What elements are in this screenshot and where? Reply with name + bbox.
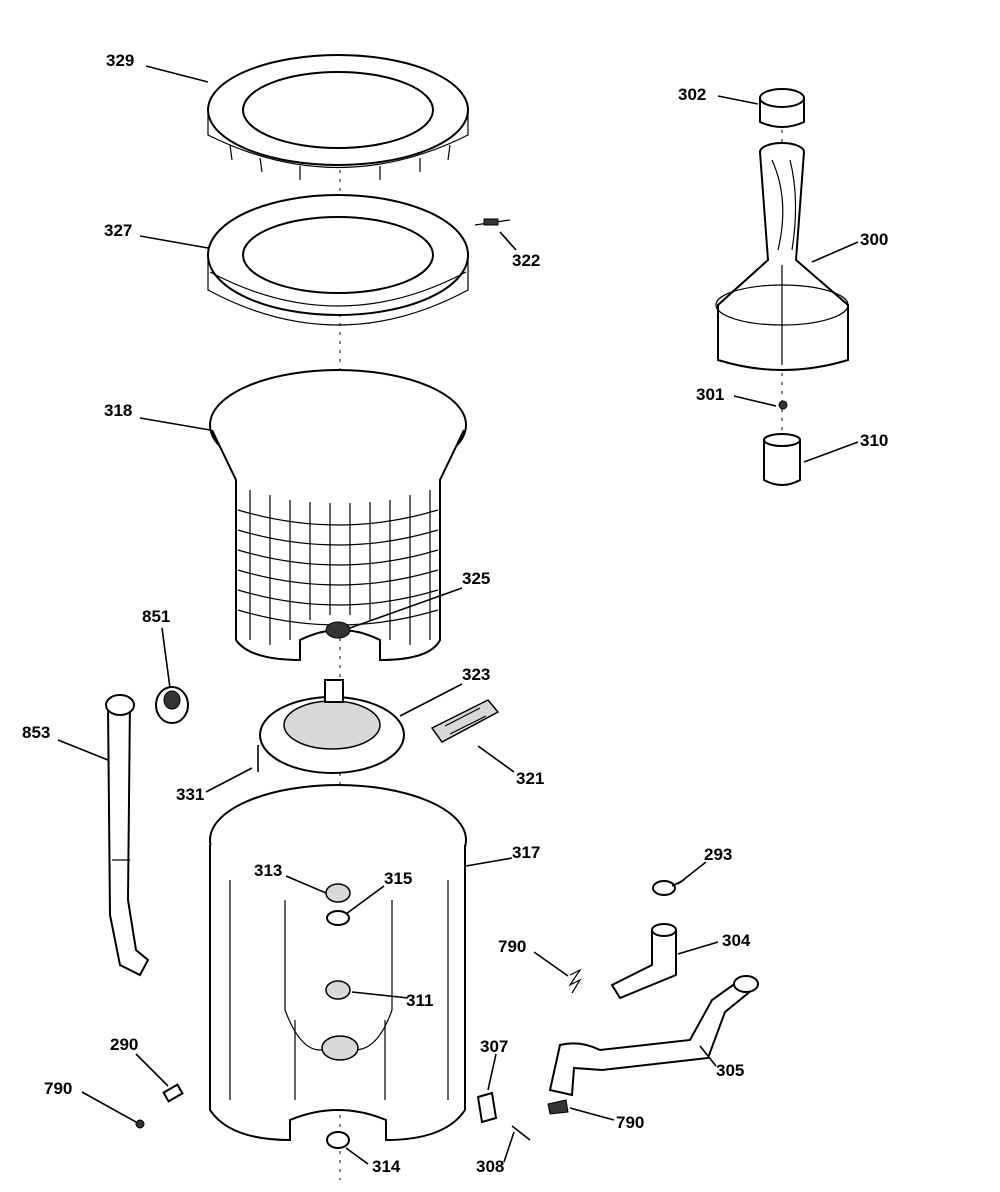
label-325: 325 xyxy=(462,569,490,588)
label-790-left: 790 xyxy=(44,1079,72,1098)
part-851-bushing xyxy=(155,686,189,724)
label-300: 300 xyxy=(860,230,888,249)
part-308-screw xyxy=(511,1125,531,1141)
label-290: 290 xyxy=(110,1035,138,1054)
part-307-bracket xyxy=(476,1091,498,1124)
label-314: 314 xyxy=(372,1157,401,1176)
part-301-washer xyxy=(778,400,788,410)
label-305: 305 xyxy=(716,1061,744,1080)
label-315: 315 xyxy=(384,869,412,888)
label-317: 317 xyxy=(512,843,540,862)
part-318-wash-basket xyxy=(209,369,467,662)
label-329: 329 xyxy=(106,51,134,70)
part-853-drive-shaft xyxy=(105,694,150,977)
part-300-agitator xyxy=(715,142,849,371)
part-310-dogs xyxy=(763,433,801,486)
label-307: 307 xyxy=(480,1037,508,1056)
label-311: 311 xyxy=(406,991,433,1010)
label-323: 323 xyxy=(462,665,490,684)
part-329-tub-cover xyxy=(207,54,469,180)
label-302: 302 xyxy=(678,85,706,104)
part-327-balance-ring xyxy=(207,194,469,326)
part-790-clip-lower xyxy=(547,1099,569,1115)
label-851: 851 xyxy=(142,607,170,626)
label-790-upper: 790 xyxy=(498,937,526,956)
label-313: 313 xyxy=(254,861,282,880)
label-310: 310 xyxy=(860,431,888,450)
label-304: 304 xyxy=(722,931,751,950)
label-327: 327 xyxy=(104,221,132,240)
part-322-screw xyxy=(474,218,511,226)
part-323-drive-hub xyxy=(259,679,405,774)
part-304-elbow-hose xyxy=(610,923,677,1000)
part-790-nut-left xyxy=(135,1119,145,1129)
part-317-outer-tub xyxy=(209,784,467,1142)
label-853: 853 xyxy=(22,723,50,742)
label-318: 318 xyxy=(104,401,132,420)
label-790-lower: 790 xyxy=(616,1113,644,1132)
label-301: 301 xyxy=(696,385,724,404)
leader-lines xyxy=(57,65,859,1165)
part-290-pin xyxy=(162,1083,184,1103)
label-322: 322 xyxy=(512,251,540,270)
label-321: 321 xyxy=(516,769,544,788)
part-314-seal xyxy=(326,1131,350,1149)
label-308: 308 xyxy=(476,1157,504,1176)
part-321-filter xyxy=(430,699,500,743)
label-331: 331 xyxy=(176,785,204,804)
part-790-spring-upper xyxy=(568,968,582,994)
label-293: 293 xyxy=(704,845,732,864)
part-302-agitator-cap xyxy=(759,88,805,128)
part-305-drain-hose xyxy=(548,975,759,1097)
